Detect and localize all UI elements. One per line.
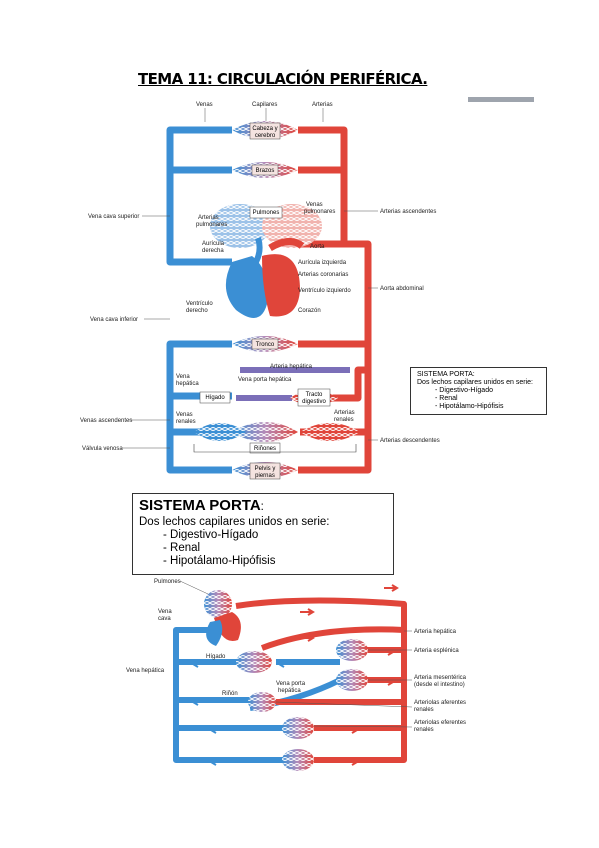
organ-cabeza-1: Cabeza y <box>252 126 277 132</box>
label-b-arteria-mesenterica-1: Arteria mesentérica <box>414 675 467 681</box>
label-arteria-hepatica: Arteria hepática <box>270 364 313 370</box>
portal-system-note-large: SISTEMA PORTA: Dos lechos capilares unid… <box>132 493 394 575</box>
label-arterias-descendentes: Arterias descendentes <box>380 438 440 444</box>
label-ventriculo-izq: Ventrículo izquierdo <box>298 288 351 294</box>
organ-tronco: Tronco <box>256 342 275 348</box>
label-corazon: Corazón <box>298 308 321 314</box>
small-box-list: Digestivo-Hígado Renal Hipotálamo-Hipófi… <box>417 387 540 411</box>
label-b-vena-hepatica: Vena hepática <box>126 668 165 674</box>
label-b-arteriolas-ef-1: Arteriolas eferentes <box>414 720 466 726</box>
heart <box>225 237 305 318</box>
label-b-arteria-esplenica: Arteria esplénica <box>414 648 459 654</box>
bottom-arrows <box>191 584 399 766</box>
label-ventriculo-der-2: derecho <box>186 308 208 314</box>
bottom-veins <box>173 627 342 763</box>
label-arterias-renales-2: renales <box>334 417 354 423</box>
label-arterias-renales-1: Arterias <box>334 410 355 416</box>
big-box-title-colon: : <box>260 501 264 513</box>
bottom-diagram: Pulmones Vena cava Vena hepática Hígado … <box>126 579 467 771</box>
label-vena-hepatica-1: Vena <box>176 374 190 380</box>
organ-boxes: Cabeza y cerebro Brazos Pulmones Tronco … <box>199 122 331 480</box>
label-b-arteriolas-af-2: renales <box>414 707 434 713</box>
portal-vein <box>236 367 350 401</box>
small-box-item: Renal <box>435 395 540 403</box>
label-vena-cava-inferior: Vena cava inferior <box>90 317 138 323</box>
header-arterias: Arterias <box>312 102 333 108</box>
label-b-arteria-hepatica: Arteria hepática <box>414 629 457 635</box>
label-b-rinon: Riñón <box>222 691 238 697</box>
big-box-item: Hipotálamo-Hipófisis <box>163 555 387 568</box>
label-b-vena-cava-1: Vena <box>158 609 172 615</box>
label-arterias-coronarias: Arterias coronarias <box>298 272 348 278</box>
organ-higado: Hígado <box>205 395 225 401</box>
organ-rinones: Riñones <box>254 446 276 452</box>
label-arterias-pulm-2: pulmonares <box>196 222 227 228</box>
label-vena-cava-superior: Vena cava superior <box>88 214 139 220</box>
label-venas-renales-2: renales <box>176 419 196 425</box>
header-capilares: Capilares <box>252 102 277 108</box>
label-b-vena-cava-2: cava <box>158 616 171 622</box>
label-venas-renales-1: Venas <box>176 412 193 418</box>
label-arterias-pulm-1: Arterias <box>198 215 219 221</box>
organ-pulmones: Pulmones <box>253 210 280 216</box>
label-b-vena-porta-2: hepática <box>278 688 301 694</box>
label-b-vena-porta-1: Vena porta <box>276 681 306 687</box>
big-box-subtitle: Dos lechos capilares unidos en serie: <box>139 516 330 528</box>
big-box-item: Renal <box>163 542 387 555</box>
organ-tracto-1: Tracto <box>306 392 323 398</box>
label-arterias-ascendentes: Arterias ascendentes <box>380 209 436 215</box>
label-auricula-der-2: derecha <box>202 248 224 254</box>
organ-cabeza-2: cerebro <box>255 133 276 139</box>
top-diagram: Venas Capilares Arterias <box>80 102 440 480</box>
decorative-bar <box>468 97 534 102</box>
label-auricula-der-1: Aurícula <box>202 241 225 247</box>
bottom-labels: Pulmones Vena cava Vena hepática Hígado … <box>126 579 467 733</box>
top-labels: Vena cava superior Vena cava inferior Ve… <box>80 202 440 452</box>
big-box-list: Digestivo-Hígado Renal Hipotálamo-Hipófi… <box>139 529 387 568</box>
label-b-higado: Hígado <box>206 654 226 660</box>
organ-pelvis-2: piernas <box>255 473 275 479</box>
header-venas: Venas <box>196 102 213 108</box>
arteries <box>298 126 372 474</box>
label-ventriculo-der-1: Ventrículo <box>186 301 213 307</box>
small-box-item: Hipotálamo-Hipófisis <box>435 403 540 411</box>
portal-system-note-small: SISTEMA PORTA: Dos lechos capilares unid… <box>410 367 547 415</box>
bottom-beds <box>204 590 368 771</box>
label-aorta: Aorta <box>310 244 325 250</box>
big-box-title: SISTEMA PORTA <box>139 497 261 514</box>
organ-tracto-2: digestivo <box>302 399 326 405</box>
label-vena-porta: Vena porta hepática <box>238 377 292 383</box>
label-b-arteriolas-ef-2: renales <box>414 727 434 733</box>
label-b-arteriolas-af-1: Arteriolas aferentes <box>414 700 466 706</box>
big-box-item: Digestivo-Hígado <box>163 529 387 542</box>
label-venas-pulm-1: Venas <box>306 202 323 208</box>
label-auricula-izq: Aurícula izquierda <box>298 260 347 266</box>
small-box-subtitle: Dos lechos capilares unidos en serie: <box>417 379 533 386</box>
label-b-arteria-mesenterica-2: (desde el intestino) <box>414 682 465 688</box>
label-venas-ascendentes: Venas ascendentes <box>80 418 132 424</box>
label-valvula-venosa: Válvula venosa <box>82 446 123 452</box>
label-b-pulmones: Pulmones <box>154 579 181 585</box>
label-venas-pulm-2: pulmonares <box>304 209 335 215</box>
label-vena-hepatica-2: hepática <box>176 381 199 387</box>
page-title: TEMA 11: CIRCULACIÓN PERIFÉRICA. <box>138 70 428 88</box>
small-box-item: Digestivo-Hígado <box>435 387 540 395</box>
label-aorta-abdominal: Aorta abdominal <box>380 286 424 292</box>
organ-brazos: Brazos <box>256 168 275 174</box>
organ-pelvis-1: Pelvis y <box>255 466 276 472</box>
small-box-title: SISTEMA PORTA: <box>417 371 475 378</box>
